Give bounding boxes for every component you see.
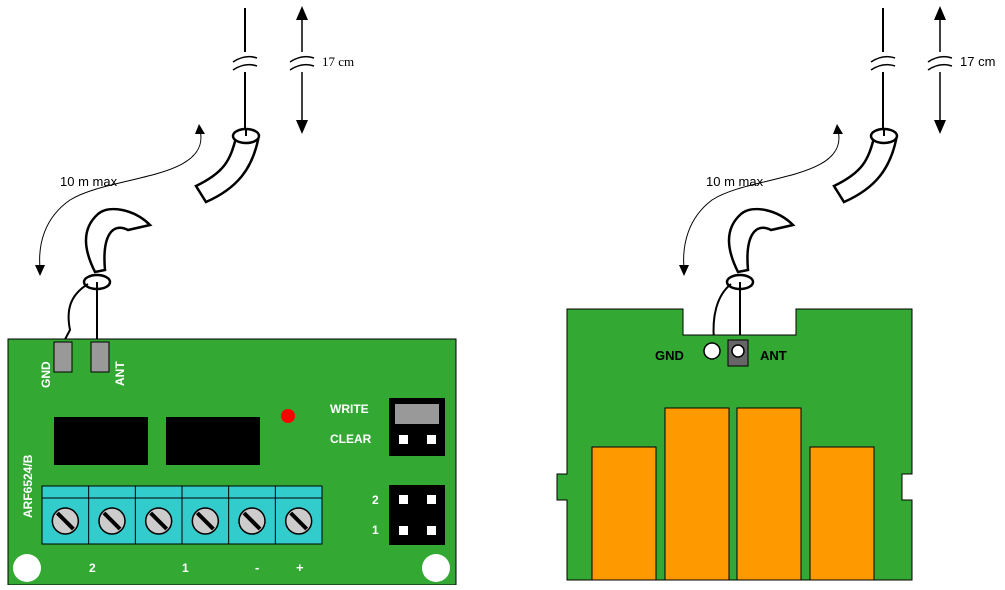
right-antenna-wire [870, 8, 896, 132]
left-antenna-length-label: 17 cm [322, 54, 354, 69]
right-cable-length-label: 10 m max [706, 174, 764, 189]
left-terminal-label-1: 1 [182, 561, 189, 575]
left-cable-length-label: 10 m max [60, 174, 118, 189]
right-antenna-length-label: 17 cm [960, 54, 995, 69]
right-lower-connector [712, 207, 796, 344]
left-lower-connector [61, 207, 153, 346]
left-module-block-1 [54, 417, 148, 465]
left-terminal-label-2: 2 [89, 561, 96, 575]
left-write-label: WRITE [330, 402, 369, 416]
left-terminal-strip [41, 485, 323, 545]
left-model-label: ARF6524/B [21, 454, 35, 518]
right-ant-terminal [731, 344, 745, 358]
right-gnd-label: GND [655, 348, 684, 363]
left-gnd-pin [53, 341, 73, 373]
terminal-screw-6 [284, 507, 313, 535]
left-ant-pin [90, 341, 110, 373]
left-ant-label: ANT [113, 361, 127, 386]
left-mount-hole-right [422, 554, 450, 582]
left-terminal-label-minus: - [255, 560, 259, 575]
left-cable-arrow [35, 124, 205, 276]
right-upper-connector [832, 127, 899, 204]
left-upper-connector [194, 127, 261, 204]
left-diagram: 17 cm 10 m max GND ANT ARF6524/B [7, 6, 457, 586]
terminal-screw-1 [51, 507, 80, 535]
left-channel-jumper [389, 485, 445, 545]
right-length-arrow [927, 6, 953, 134]
left-jumper-1-label: 1 [372, 523, 379, 537]
left-status-led [281, 409, 295, 423]
left-gnd-label: GND [39, 361, 53, 388]
right-diagram: 17 cm 10 m max GND ANT [556, 6, 995, 581]
right-ant-label: ANT [760, 348, 787, 363]
left-mount-hole-left [13, 554, 41, 582]
left-length-arrow [289, 6, 315, 134]
terminal-screw-2 [98, 507, 126, 535]
left-module-block-2 [166, 417, 260, 465]
left-antenna-wire [232, 8, 258, 132]
terminal-screw-5 [238, 507, 266, 535]
right-relay-2 [664, 407, 730, 581]
right-gnd-terminal [703, 342, 721, 360]
left-write-clear-jumper [389, 398, 445, 456]
right-relay-4 [809, 446, 875, 581]
right-cable-arrow [679, 124, 843, 276]
left-jumper-2-label: 2 [372, 493, 379, 507]
left-terminal-label-plus: + [296, 560, 304, 575]
terminal-screw-3 [144, 507, 173, 535]
terminal-screw-4 [191, 507, 220, 535]
right-relay-1 [591, 446, 657, 581]
left-clear-label: CLEAR [330, 432, 372, 446]
right-relay-3 [736, 407, 802, 581]
